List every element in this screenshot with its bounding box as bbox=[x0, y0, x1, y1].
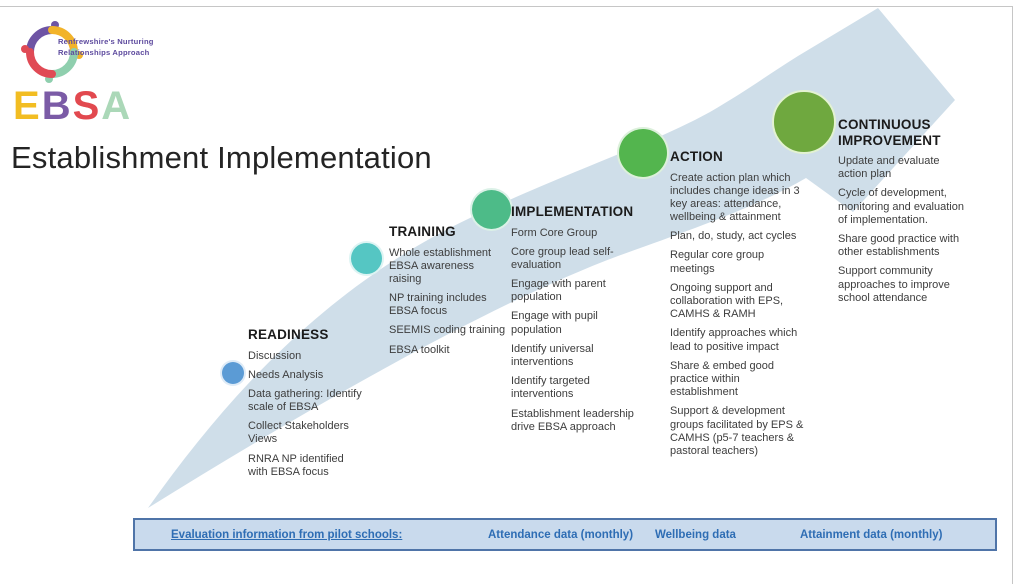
stage-item: Core group lead self-evaluation bbox=[511, 245, 614, 271]
stage-item: Share & embed good practice within estab… bbox=[670, 359, 774, 399]
slide-edge-top bbox=[0, 6, 1013, 7]
ebsa-letter-e: E bbox=[13, 84, 42, 128]
stage-marker-action bbox=[617, 127, 669, 179]
logo-figure-red bbox=[26, 48, 56, 78]
evaluation-bar: Evaluation information from pilot school… bbox=[133, 518, 997, 551]
evaluation-bar-label: Evaluation information from pilot school… bbox=[171, 528, 403, 541]
stage-item: Collect Stakeholders Views bbox=[248, 420, 349, 446]
stage-column-training: TRAINING Whole establishment EBSA awaren… bbox=[389, 224, 509, 363]
page-title: Establishment Implementation bbox=[11, 140, 432, 175]
stage-item: Whole establishment EBSA awareness raisi… bbox=[389, 246, 492, 285]
stage-item: Establishment leadership drive EBSA appr… bbox=[511, 407, 634, 433]
stage-column-action: ACTION Create action plan which includes… bbox=[670, 149, 804, 464]
stage-item: Engage with parent population bbox=[511, 278, 606, 304]
stage-heading: IMPLEMENTATION bbox=[511, 204, 634, 219]
logo-figure-purple bbox=[26, 26, 56, 56]
logo-figure-red-head bbox=[21, 45, 29, 53]
stage-item: Support & development groups facilitated… bbox=[670, 405, 804, 457]
stage-item: Engage with pupil population bbox=[511, 310, 598, 336]
stage-item: Regular core group meetings bbox=[670, 249, 765, 275]
ebsa-letter-b: B bbox=[41, 84, 73, 128]
stage-item: Form Core Group bbox=[511, 226, 598, 239]
logo-text: Renfrewshire's Nurturing Relationships A… bbox=[58, 36, 178, 58]
stage-marker-continuous-improvement bbox=[772, 90, 836, 154]
stage-marker-readiness bbox=[220, 360, 246, 386]
stage-item: Ongoing support and collaboration with E… bbox=[670, 281, 784, 321]
nurturing-relationships-logo-icon bbox=[21, 21, 83, 83]
ebsa-acronym: EBSA bbox=[13, 84, 132, 128]
stage-item: Identify targeted interventions bbox=[511, 375, 590, 401]
stage-item: Needs Analysis bbox=[248, 368, 324, 381]
evaluation-bar-item-attainment: Attainment data (monthly) bbox=[800, 528, 943, 541]
stage-item: Cycle of development, monitoring and eva… bbox=[838, 187, 964, 226]
stage-item: Share good practice with other establish… bbox=[838, 232, 960, 259]
stage-item: RNRA NP identified with EBSA focus bbox=[248, 452, 344, 478]
stage-item: Data gathering: Identify scale of EBSA bbox=[248, 387, 362, 414]
logo-text-line1: Renfrewshire's Nurturing bbox=[58, 37, 154, 46]
stage-item: Identify approaches which lead to positi… bbox=[670, 327, 798, 353]
stage-marker-implementation bbox=[470, 188, 513, 231]
stage-items: Create action plan which includes change… bbox=[670, 172, 804, 459]
process-arrow-shape bbox=[148, 8, 955, 508]
stage-item: EBSA toolkit bbox=[389, 343, 450, 356]
ebsa-letter-s: S bbox=[72, 84, 102, 128]
stage-items: Whole establishment EBSA awareness raisi… bbox=[389, 247, 509, 357]
stage-item: Support community approaches to improve … bbox=[838, 265, 950, 304]
stage-item: Create action plan which includes change… bbox=[670, 171, 800, 224]
stage-item: Identify universal interventions bbox=[511, 342, 594, 369]
stage-column-continuous-improvement: CONTINUOUS IMPROVEMENT Update and evalua… bbox=[838, 117, 970, 311]
stage-heading: CONTINUOUS IMPROVEMENT bbox=[838, 117, 941, 148]
stage-item: SEEMIS coding training bbox=[389, 324, 506, 337]
logo-text-line2: Relationships Approach bbox=[58, 48, 150, 57]
stage-item: NP training includes EBSA focus bbox=[389, 292, 487, 318]
stage-heading: TRAINING bbox=[389, 224, 456, 239]
stage-item: Discussion bbox=[248, 349, 302, 362]
stage-heading: READINESS bbox=[248, 327, 329, 342]
stage-item: Update and evaluate action plan bbox=[838, 155, 940, 181]
logo: Renfrewshire's Nurturing Relationships A… bbox=[12, 10, 182, 98]
stage-item: Plan, do, study, act cycles bbox=[670, 230, 797, 243]
stage-heading: ACTION bbox=[670, 149, 723, 164]
ebsa-letter-a: A bbox=[101, 84, 133, 128]
stage-marker-training bbox=[349, 241, 384, 276]
evaluation-bar-item-attendance: Attendance data (monthly) bbox=[488, 528, 634, 541]
evaluation-bar-item-wellbeing: Wellbeing data bbox=[655, 528, 736, 541]
slide-edge-right bbox=[1012, 6, 1013, 584]
